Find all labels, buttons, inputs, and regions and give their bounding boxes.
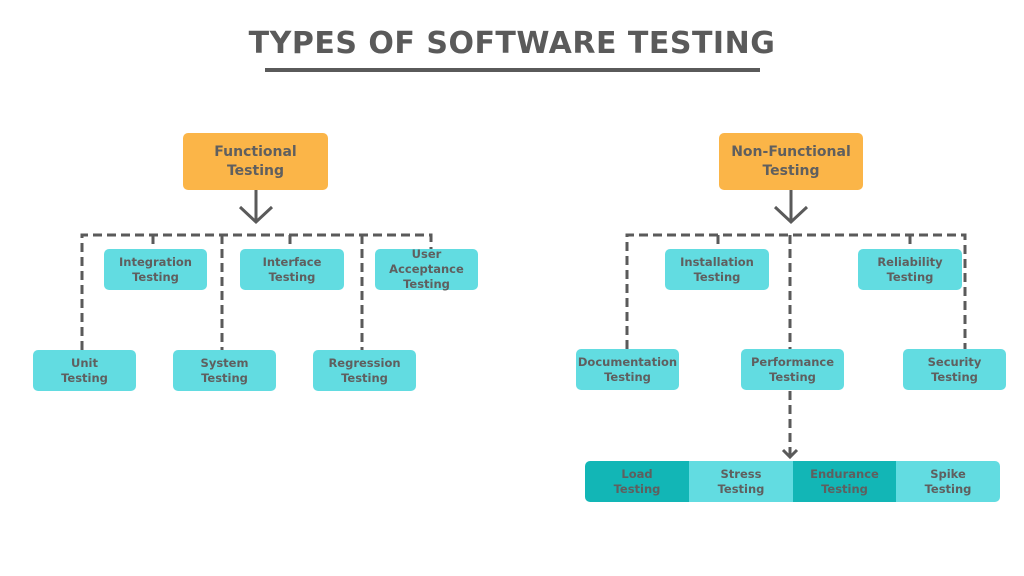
security-testing-node: Security Testing [903, 349, 1006, 390]
unit-testing-node: Unit Testing [33, 350, 136, 391]
user-acceptance-testing-node: User Acceptance Testing [375, 247, 478, 291]
endurance-testing-node: Endurance Testing [793, 461, 896, 502]
load-testing-node: Load Testing [585, 461, 689, 502]
nonfunctional-arrow-head [773, 205, 809, 225]
integration-testing-node: Integration Testing [104, 249, 207, 290]
reliability-testing-node: Reliability Testing [858, 249, 962, 290]
performance-arrow-head [781, 448, 799, 460]
documentation-testing-node: Documentation Testing [576, 349, 679, 390]
nonfunctional-dashed-bus [625, 233, 967, 349]
system-testing-node: System Testing [173, 350, 276, 391]
performance-testing-node: Performance Testing [741, 349, 844, 390]
spike-testing-node: Spike Testing [896, 461, 1000, 502]
non-functional-testing-node: Non-Functional Testing [719, 133, 863, 190]
regression-testing-node: Regression Testing [313, 350, 416, 391]
functional-testing-node: Functional Testing [183, 133, 328, 190]
functional-dashed-bus [80, 233, 433, 350]
diagram-title: TYPES OF SOFTWARE TESTING [248, 26, 776, 61]
functional-arrow-head [238, 205, 274, 225]
installation-testing-node: Installation Testing [665, 249, 769, 290]
stress-testing-node: Stress Testing [689, 461, 793, 502]
title-underline [265, 68, 760, 72]
interface-testing-node: Interface Testing [240, 249, 344, 290]
